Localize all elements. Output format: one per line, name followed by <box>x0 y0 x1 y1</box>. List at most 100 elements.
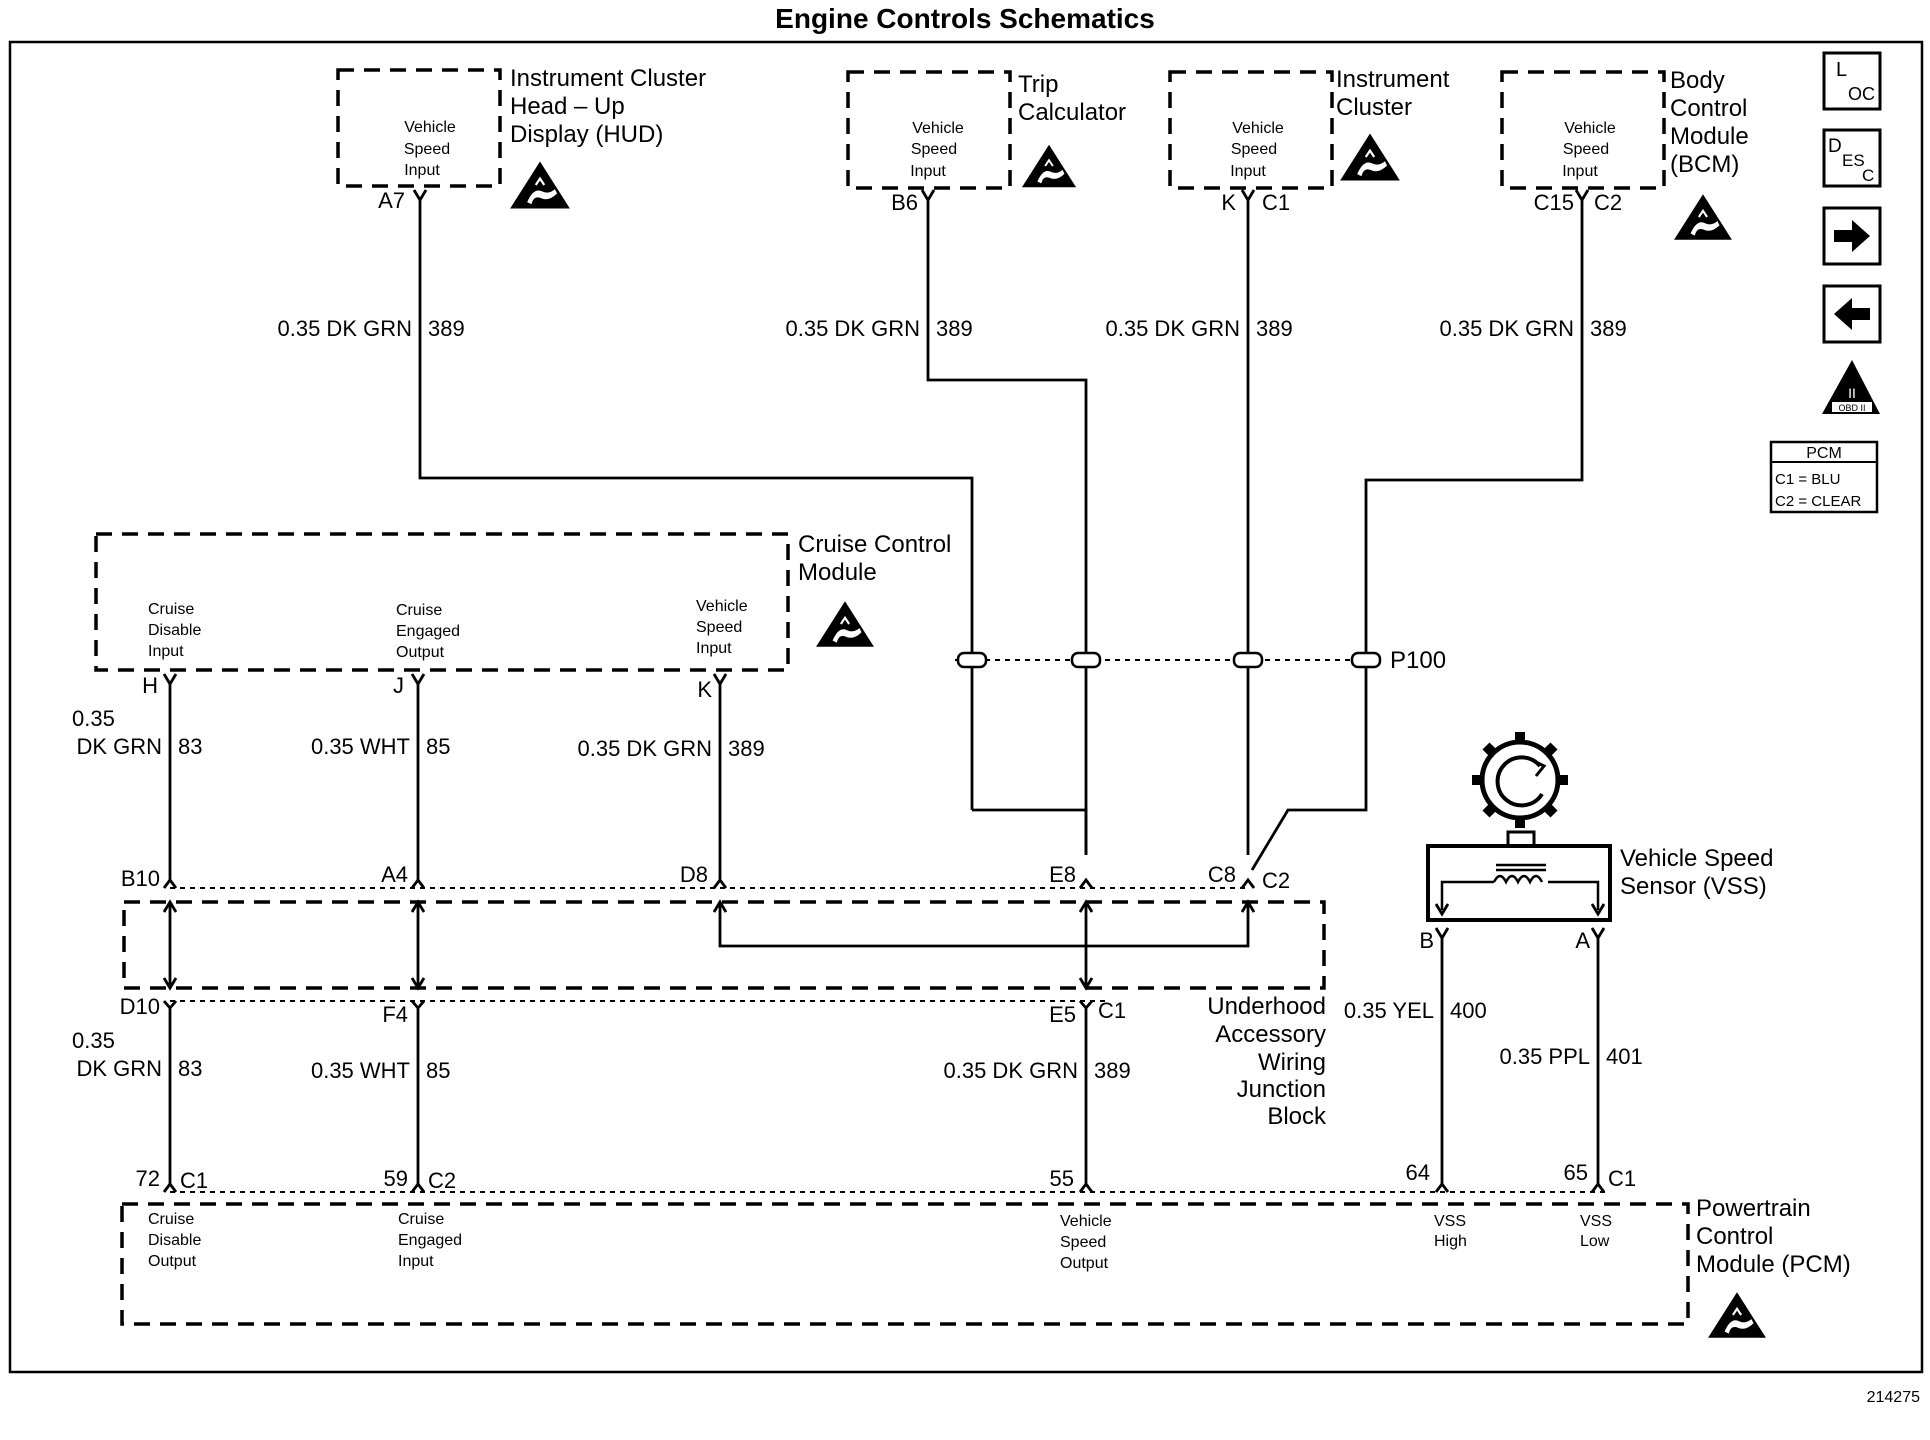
ccm-pin-h: H <box>142 673 158 698</box>
hud-input-label-1: Vehicle <box>404 119 456 136</box>
pcm-59-label-1: Cruise <box>398 1211 444 1228</box>
ccm-h-wire-color: DK GRN <box>76 734 162 759</box>
junction-block: B10 A4 D8 E8 C8 C2 D10 F4 E5 C1 Underhoo… <box>120 862 1327 1130</box>
junction-name-3: Wiring <box>1258 1049 1326 1076</box>
ic-esd-icon <box>1338 132 1402 182</box>
trip-wire-color: 0.35 DK GRN <box>786 316 921 341</box>
pcm-72-label-1: Cruise <box>148 1211 194 1228</box>
trip-name-1: Trip <box>1018 71 1058 98</box>
trip-wire <box>926 200 1088 855</box>
junction-pin-f4: F4 <box>382 1002 408 1027</box>
nav-icons: L OC D ES C II OBD II <box>1822 51 1882 414</box>
prev-page-button[interactable] <box>1822 284 1882 344</box>
ic-wire-color: 0.35 DK GRN <box>1106 316 1241 341</box>
ccm-esd-icon <box>814 600 876 648</box>
ccm-h-label-3: Input <box>148 643 184 660</box>
pcm-72-label-3: Output <box>148 1253 197 1270</box>
bcm-connector: C2 <box>1594 190 1622 215</box>
trip-pin: B6 <box>891 190 918 215</box>
bcm-box <box>1500 70 1666 190</box>
splice-marks <box>956 651 1382 669</box>
vss-name-1: Vehicle Speed <box>1620 845 1773 872</box>
splice-label: P100 <box>1390 647 1446 674</box>
figure-number: 214275 <box>1867 1389 1920 1406</box>
ic-connector: C1 <box>1262 190 1290 215</box>
pcm-pin-65: 65 <box>1564 1160 1588 1185</box>
upper-wire-labels: 0.35 DK GRN 389 0.35 DK GRN 389 0.35 DK … <box>278 316 1627 341</box>
vss-pin-b: B <box>1419 928 1434 953</box>
hud-input-label-3: Input <box>404 162 440 179</box>
pcm-legend-c2: C2 = CLEAR <box>1775 493 1861 510</box>
bcm-connector-mark <box>1574 189 1590 203</box>
pcm-name-2: Control <box>1696 1223 1773 1250</box>
obd-ii-icon[interactable]: II OBD II <box>1822 360 1880 414</box>
ccm-j-label-2: Engaged <box>396 623 460 640</box>
trip-esd-icon <box>1020 143 1078 189</box>
ccm-name-1: Cruise Control <box>798 531 951 558</box>
desc-sub: ES <box>1842 151 1865 170</box>
trip-name-2: Calculator <box>1018 99 1126 126</box>
pcm-conn-72: C1 <box>180 1168 208 1193</box>
loc-button[interactable]: L OC <box>1822 51 1882 111</box>
bcm-name-2: Control <box>1670 95 1747 122</box>
pcm-pin-59: 59 <box>384 1166 408 1191</box>
arrow-right-icon <box>1834 220 1870 252</box>
pcm-59-label-2: Engaged <box>398 1232 462 1249</box>
junction-pin-b10: B10 <box>121 866 160 891</box>
vss-b-wire-color: 0.35 YEL <box>1344 998 1434 1023</box>
vss-a-wire-circuit: 401 <box>1606 1044 1643 1069</box>
junction-name-5: Block <box>1267 1103 1327 1130</box>
ccm-wire-labels: 0.35 DK GRN 83 0.35 WHT 85 0.35 DK GRN 3… <box>72 706 765 761</box>
pcm-59-wire-circuit: 85 <box>426 1058 450 1083</box>
ccm-k-wire-color: 0.35 DK GRN <box>578 736 713 761</box>
bcm-name-3: Module <box>1670 123 1749 150</box>
bcm-input-label-2: Speed <box>1563 141 1609 158</box>
splice-p100: P100 <box>955 647 1446 674</box>
hud-wire-color: 0.35 DK GRN <box>278 316 413 341</box>
ic-wire-circuit: 389 <box>1256 316 1293 341</box>
vss-a-wire-color: 0.35 PPL <box>1499 1044 1590 1069</box>
pcm-72-wire-color: DK GRN <box>76 1056 162 1081</box>
ccm-k-label-2: Speed <box>696 619 742 636</box>
junction-pin-a4: A4 <box>381 862 408 887</box>
ccm-h-wire-circuit: 83 <box>178 734 202 759</box>
pcm-59-label-3: Input <box>398 1253 434 1270</box>
pcm-pin-64: 64 <box>1406 1160 1430 1185</box>
ic-box <box>1168 70 1334 190</box>
pcm-59-wire-color: 0.35 WHT <box>311 1058 410 1083</box>
junction-int-bus <box>718 902 1250 948</box>
junction-pin-d10: D10 <box>120 994 160 1019</box>
junction-pin-c1: C1 <box>1098 998 1126 1023</box>
bcm-esd-icon <box>1672 193 1734 241</box>
lower-wire-labels: 0.35 DK GRN 83 0.35 WHT 85 0.35 DK GRN 3… <box>72 1028 1131 1083</box>
junction-box <box>122 900 1326 990</box>
trip-connector-mark <box>920 189 936 203</box>
ic-input-label-2: Speed <box>1231 141 1277 158</box>
junction-pin-e8: E8 <box>1049 862 1076 887</box>
junction-pin-c8: C8 <box>1208 862 1236 887</box>
instrument-cluster-component: Vehicle Speed Input Instrument Cluster K… <box>1168 66 1450 215</box>
lower-wiring <box>162 1000 1610 1193</box>
vehicle-speed-sensor: Vehicle Speed Sensor (VSS) B A <box>1419 732 1773 953</box>
pcm-legend-title: PCM <box>1806 445 1842 462</box>
desc-button[interactable]: D ES C <box>1822 128 1882 188</box>
hud-name-2: Head – Up <box>510 93 625 120</box>
ccm-h-wire-gauge: 0.35 <box>72 706 115 731</box>
bcm-pin: C15 <box>1534 190 1574 215</box>
vss-name-2: Sensor (VSS) <box>1620 873 1767 900</box>
arrow-left-icon <box>1834 298 1870 330</box>
bcm-wire-color: 0.35 DK GRN <box>1440 316 1575 341</box>
ccm-pin-k: K <box>697 677 712 702</box>
ccm-j-label-1: Cruise <box>396 602 442 619</box>
junction-pin-d8: D8 <box>680 862 708 887</box>
bcm-name-4: (BCM) <box>1670 151 1739 178</box>
pcm-pin-72: 72 <box>136 1166 160 1191</box>
trip-wire-circuit: 389 <box>936 316 973 341</box>
ccm-h-label-1: Cruise <box>148 601 194 618</box>
hud-input-label-2: Speed <box>404 141 450 158</box>
ccm-name-2: Module <box>798 559 877 586</box>
bcm-wire <box>1250 200 1584 871</box>
vss-b-wire-circuit: 400 <box>1450 998 1487 1023</box>
next-page-button[interactable] <box>1822 206 1882 266</box>
